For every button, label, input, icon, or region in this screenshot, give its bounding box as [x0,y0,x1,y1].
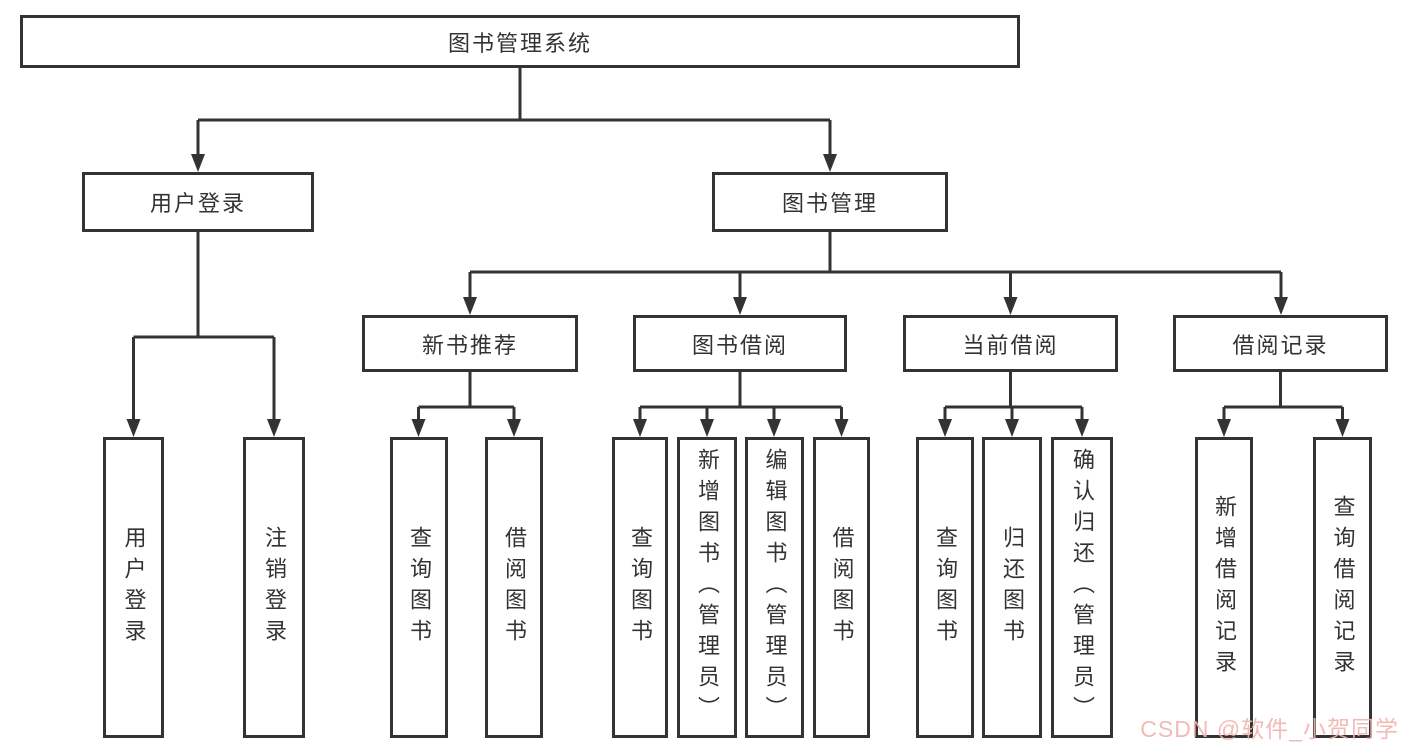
arrow-down-icon [1335,419,1350,437]
arrow-down-icon [1075,419,1089,437]
arrow-down-icon [1274,297,1288,315]
arrow-down-icon [463,297,477,315]
arrow-down-icon [733,297,747,315]
arrow-down-icon [1003,297,1018,315]
node-user-login: 用户登录 [82,172,314,232]
connector-root-to-level2 [196,68,832,160]
connector-book-borrow-to-leaves [638,372,843,425]
node-label: 查询图书 [407,525,432,650]
node-label: 用户登录 [121,525,147,650]
node-label: 查询图书 [933,525,958,650]
node-label: 图书借阅 [691,332,788,358]
connector-user-login-to-leaves [132,232,276,425]
node-label: 图书管理系统 [447,30,592,56]
node-label: 借阅图书 [502,525,527,650]
arrow-down-icon [700,419,714,437]
leaf-query-borrow-record: 查询借阅记录 [1313,437,1372,738]
node-label: 借阅图书 [829,525,855,650]
node-label: 注销登录 [262,525,287,650]
arrow-down-icon [633,419,647,437]
arrow-down-icon [126,419,141,437]
leaf-user-login: 用户登录 [103,437,164,738]
node-new-book-recommend: 新书推荐 [362,315,578,372]
connector-borrow-records-to-leaves [1222,372,1344,425]
node-root-system: 图书管理系统 [20,15,1020,68]
node-book-management: 图书管理 [712,172,948,232]
leaf-add-books-admin: 新增图书（管理员） [677,437,737,738]
node-book-borrow: 图书借阅 [633,315,847,372]
leaf-borrow-books: 借阅图书 [485,437,543,738]
leaf-logout: 注销登录 [243,437,305,738]
node-label: 图书管理 [781,191,878,216]
arrow-down-icon [938,419,952,437]
arrowheads [126,154,1350,437]
arrow-down-icon [267,419,281,437]
node-label: 新增借阅记录 [1212,494,1237,681]
node-label: 归还图书 [1000,525,1025,650]
leaf-add-borrow-record: 新增借阅记录 [1195,437,1253,738]
arrow-down-icon [507,419,521,437]
arrow-down-icon [1217,419,1231,437]
node-label: 确认归还（管理员） [1070,448,1095,727]
arrow-down-icon [834,419,849,437]
node-label: 编辑图书（管理员） [762,448,788,727]
node-label: 查询图书 [628,525,653,650]
leaf-return-books: 归还图书 [982,437,1042,738]
node-label: 新增图书（管理员） [695,448,720,727]
arrow-down-icon [411,419,426,437]
leaf-confirm-return-admin: 确认归还（管理员） [1051,437,1113,738]
node-label: 用户登录 [149,191,246,216]
arrow-down-icon [767,419,781,437]
arrow-down-icon [1005,419,1019,437]
leaf-query-books: 查询图书 [916,437,974,738]
node-label: 新书推荐 [421,332,518,358]
connector-current-borrow-to-leaves [943,372,1084,425]
node-label: 借阅记录 [1232,332,1329,358]
leaf-query-books: 查询图书 [390,437,448,738]
leaf-edit-books-admin: 编辑图书（管理员） [745,437,804,738]
node-label: 当前借阅 [962,332,1059,358]
node-label: 查询借阅记录 [1330,494,1356,681]
arrow-down-icon [823,154,837,172]
node-current-borrow: 当前借阅 [903,315,1118,372]
connector-new-book-to-leaves [417,372,516,425]
node-borrow-records: 借阅记录 [1173,315,1388,372]
arrow-down-icon [191,154,205,172]
leaf-query-books: 查询图书 [612,437,668,738]
csdn-watermark: CSDN @软件_小贺同学 [1140,716,1399,742]
leaf-borrow-books: 借阅图书 [813,437,870,738]
connector-book-management-to-level3 [468,232,1283,303]
